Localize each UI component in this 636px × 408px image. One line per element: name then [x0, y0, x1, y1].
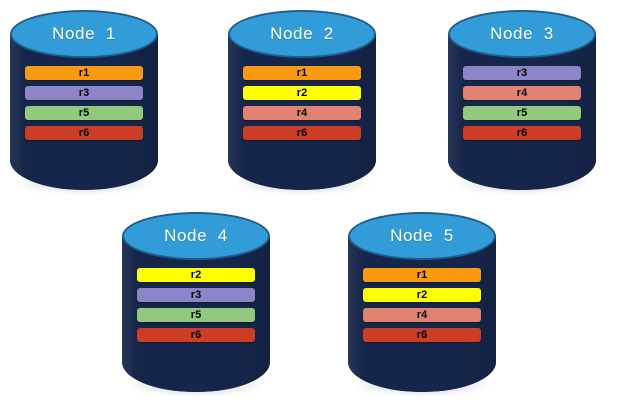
record-list: r3 r4 r5 r6 [463, 66, 581, 140]
record-bar[interactable]: r1 [363, 268, 481, 282]
node-label: Node 2 [270, 24, 334, 43]
record-bar[interactable]: r1 [25, 66, 143, 80]
record-bar[interactable]: r5 [463, 106, 581, 120]
record-bar[interactable]: r2 [243, 86, 361, 100]
node-label: Node 5 [390, 226, 454, 245]
node-top-ellipse [448, 10, 596, 58]
record-bar[interactable]: r2 [137, 268, 255, 282]
node-label: Node 3 [490, 24, 554, 43]
record-bar[interactable]: r6 [463, 126, 581, 140]
record-list: r1 r3 r5 r6 [25, 66, 143, 140]
node-cylinder-3[interactable]: r3 r4 r5 r6 Node 3 [448, 10, 596, 194]
node-top-ellipse [122, 212, 270, 260]
record-bar[interactable]: r6 [137, 328, 255, 342]
record-bar[interactable]: r3 [137, 288, 255, 302]
record-bar[interactable]: r6 [363, 328, 481, 342]
record-bar[interactable]: r6 [25, 126, 143, 140]
record-bar[interactable]: r6 [243, 126, 361, 140]
record-bar[interactable]: r3 [25, 86, 143, 100]
record-list: r1 r2 r4 r6 [363, 268, 481, 342]
record-bar[interactable]: r5 [25, 106, 143, 120]
node-top-ellipse [228, 10, 376, 58]
node-cylinder-4[interactable]: r2 r3 r5 r6 Node 4 [122, 212, 270, 396]
record-bar[interactable]: r4 [243, 106, 361, 120]
node-top-ellipse [10, 10, 158, 58]
node-top-ellipse [348, 212, 496, 260]
node-label: Node 4 [164, 226, 228, 245]
record-bar[interactable]: r2 [363, 288, 481, 302]
node-cylinder-2[interactable]: r1 r2 r4 r6 Node 2 [228, 10, 376, 194]
record-bar[interactable]: r5 [137, 308, 255, 322]
record-list: r2 r3 r5 r6 [137, 268, 255, 342]
node-cylinder-5[interactable]: r1 r2 r4 r6 Node 5 [348, 212, 496, 396]
node-label: Node 1 [52, 24, 116, 43]
record-list: r1 r2 r4 r6 [243, 66, 361, 140]
node-cylinder-1[interactable]: r1 r3 r5 r6 Node 1 [10, 10, 158, 194]
record-bar[interactable]: r4 [363, 308, 481, 322]
record-bar[interactable]: r3 [463, 66, 581, 80]
record-bar[interactable]: r4 [463, 86, 581, 100]
record-bar[interactable]: r1 [243, 66, 361, 80]
